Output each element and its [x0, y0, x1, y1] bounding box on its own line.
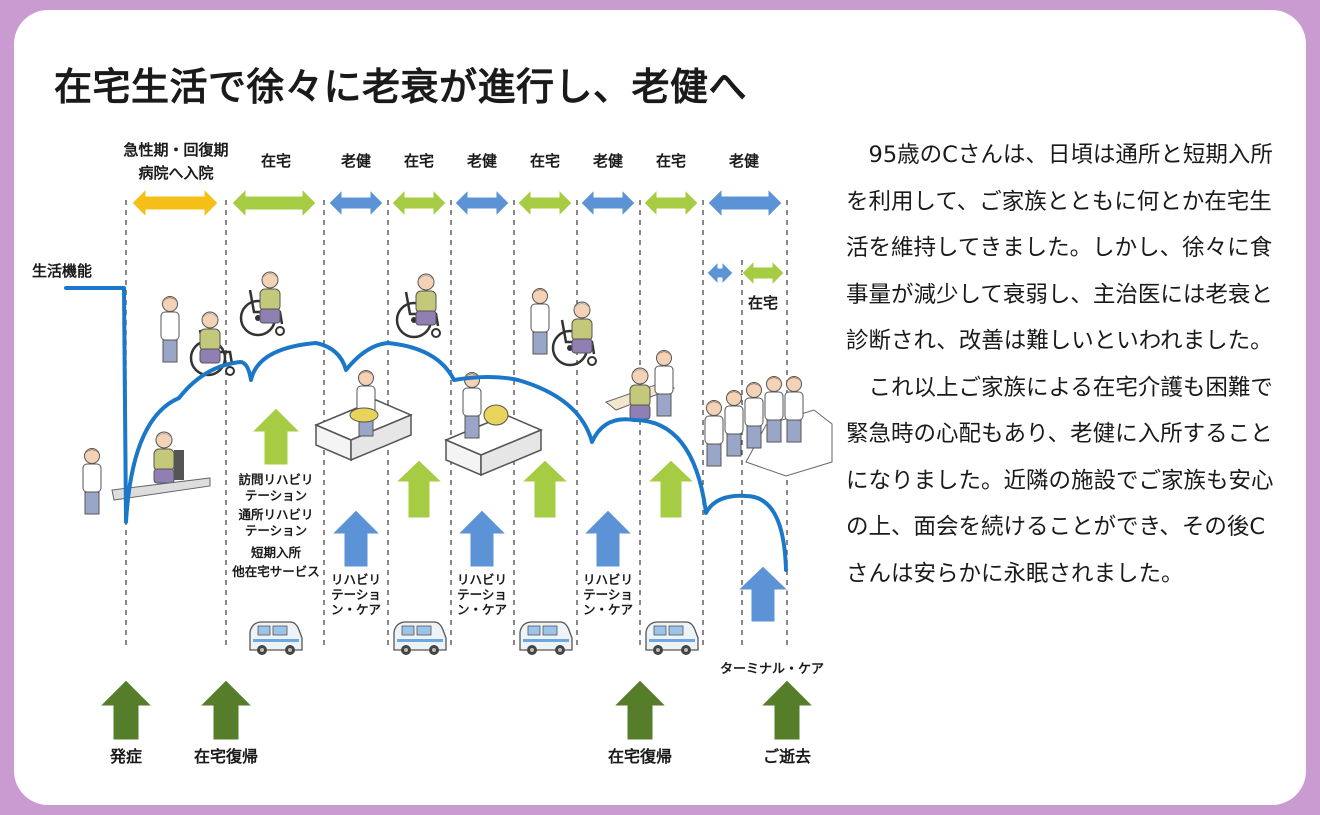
scene-roken-bed-illustration [445, 372, 542, 476]
svg-text:テーショ: テーショ [457, 587, 507, 602]
period-roken-label: 老健 [592, 152, 623, 170]
scene-home-wheelchair-illustration [239, 271, 286, 337]
blue-up-arrow [736, 565, 790, 623]
roken-period-arrow [454, 188, 510, 218]
rehab-care-text: リハビリ テーショ ン・ケア [583, 572, 633, 617]
story-paragraph: これ以上ご家族による在宅介護も困難で緊急時の心配もあり、老健に入所することになり… [846, 374, 1274, 587]
case-story-text: 95歳のCさんは、日頃は通所と短期入所を利用して、ご家族とともに何とか在宅生活を… [846, 132, 1286, 597]
svg-text:他在宅サービス: 他在宅サービス [231, 564, 320, 579]
home-return-event-arrow [612, 679, 668, 741]
scene-hospital-discharge-illustration [160, 296, 236, 377]
day-service-van-icon [393, 621, 447, 656]
scene-terminal-family-illustration [704, 376, 833, 477]
living-function-curve [64, 286, 788, 572]
home-period-arrow [517, 188, 573, 218]
period-acute-label: 急性期・回復期 [123, 141, 228, 159]
scene-home-wheelchair-illustration [395, 273, 442, 339]
green-up-arrow [250, 407, 302, 466]
blue-up-arrow [330, 509, 382, 568]
care-timeline-diagram: 急性期・回復期 病院へ入院 在宅 老健 在宅 老健 在宅 老健 在宅 老健 在宅 [32, 141, 833, 766]
onset-event-label: 発症 [109, 747, 142, 766]
day-service-van-icon [249, 621, 303, 656]
short-roken-arrow [706, 260, 734, 286]
passing-event-label: ご逝去 [763, 747, 811, 766]
scene-roken-rehab-illustration [604, 350, 676, 420]
event-arrows [98, 679, 815, 741]
info-card: 在宅生活で徐々に老衰が進行し、老健へ [14, 10, 1306, 805]
page-title: 在宅生活で徐々に老衰が進行し、老健へ [54, 65, 748, 109]
svg-text:リハビリ: リハビリ [457, 572, 507, 587]
period-home-label: 在宅 [530, 152, 560, 170]
svg-text:リハビリ: リハビリ [583, 572, 633, 587]
short-home-arrow [741, 259, 785, 287]
svg-text:訪問リハビリ: 訪問リハビリ [238, 472, 313, 487]
svg-text:テーション: テーション [245, 488, 307, 503]
scene-roken-bed-illustration [315, 370, 412, 461]
late-home-label: 在宅 [748, 294, 778, 312]
home-period-arrow [643, 188, 699, 218]
service-arrows [250, 407, 790, 623]
passing-event-arrow [759, 679, 815, 741]
period-home-label: 在宅 [404, 152, 434, 170]
home-period-arrow [391, 188, 447, 218]
period-home-label: 在宅 [261, 152, 291, 170]
period-hospital-label: 病院へ入院 [138, 164, 213, 182]
period-roken-label: 老健 [466, 152, 497, 170]
terminal-care-text: ターミナル・ケア [720, 662, 824, 677]
scene-onset-doctor-illustration [82, 431, 211, 515]
blue-up-arrow [582, 509, 634, 568]
green-up-arrow [646, 459, 696, 519]
acute-period-arrow [131, 187, 219, 219]
svg-text:ン・ケア: ン・ケア [583, 602, 633, 617]
roken-period-arrow [328, 188, 384, 218]
rehab-care-text: リハビリ テーショ ン・ケア [331, 572, 381, 617]
home-services-text: 訪問リハビリ テーション 通所リハビリ テーション 短期入所 他在宅サービス [231, 472, 320, 579]
svg-text:ン・ケア: ン・ケア [331, 602, 381, 617]
day-service-van-icon [519, 621, 573, 656]
day-service-van-icon [645, 621, 699, 656]
period-home-label: 在宅 [656, 152, 686, 170]
y-axis-label: 生活機能 [32, 262, 92, 280]
period-arrows [131, 187, 785, 287]
svg-text:リハビリ: リハビリ [331, 572, 381, 587]
roken-period-arrow [580, 188, 636, 218]
svg-text:通所リハビリ: 通所リハビリ [238, 507, 313, 522]
home-return-event-label: 在宅復帰 [194, 747, 258, 766]
scene-home-caregiver-illustration [530, 288, 598, 367]
home-return-event-label: 在宅復帰 [608, 747, 672, 766]
home-return-event-arrow [198, 679, 254, 741]
rehab-care-text: リハビリ テーショ ン・ケア [457, 572, 507, 617]
svg-text:ン・ケア: ン・ケア [457, 602, 507, 617]
period-roken-label: 老健 [728, 152, 759, 170]
onset-event-arrow [98, 679, 154, 741]
svg-text:テーショ: テーショ [331, 587, 381, 602]
green-up-arrow [394, 459, 444, 519]
svg-text:テーション: テーション [245, 523, 307, 538]
svg-text:短期入所: 短期入所 [251, 545, 302, 560]
blue-up-arrow [456, 509, 508, 568]
home-period-arrow [231, 187, 317, 219]
period-roken-label: 老健 [340, 152, 371, 170]
period-headers: 急性期・回復期 病院へ入院 在宅 老健 在宅 老健 在宅 老健 在宅 老健 [123, 141, 759, 182]
green-up-arrow [520, 459, 570, 519]
story-paragraph: 95歳のCさんは、日頃は通所と短期入所を利用して、ご家族とともに何とか在宅生活を… [846, 142, 1273, 354]
svg-text:テーショ: テーショ [583, 587, 633, 602]
roken-period-arrow [707, 187, 783, 219]
